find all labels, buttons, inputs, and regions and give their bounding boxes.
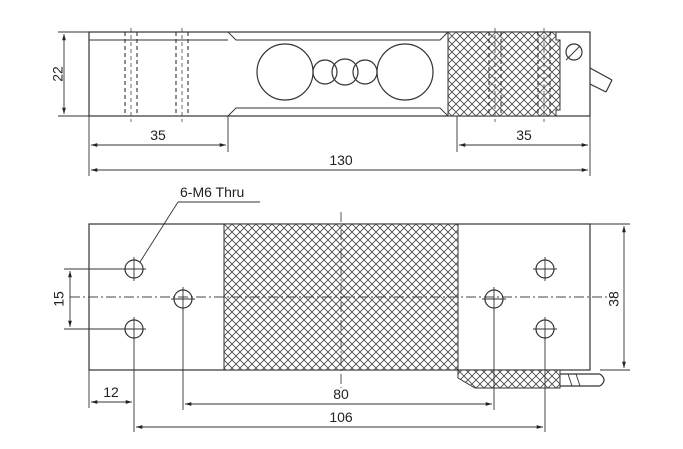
dim-width: 38 xyxy=(590,223,630,371)
cable-icon xyxy=(589,67,613,93)
dim-outer-hole-spacing-label: 106 xyxy=(329,409,353,425)
dim-right-zone: 35 xyxy=(459,127,588,147)
hole-callout: 6-M6 Thru xyxy=(139,184,260,263)
cable-screw-icon xyxy=(565,43,583,61)
dim-left-zone: 35 xyxy=(91,127,226,147)
dim-inner-hole-spacing: 80 xyxy=(185,386,492,406)
dim-height-label: 22 xyxy=(50,66,66,82)
side-view-right-holes xyxy=(488,28,551,122)
side-view: 22 35 35 130 xyxy=(50,28,613,176)
dim-total-length-label: 130 xyxy=(329,152,353,168)
side-view-left-holes xyxy=(124,28,189,122)
side-view-body xyxy=(88,31,591,117)
dim-width-label: 38 xyxy=(606,291,622,307)
binocular-hole xyxy=(256,43,434,101)
side-view-cover xyxy=(447,31,561,117)
dim-hole-vertical-spacing-label: 15 xyxy=(51,291,67,307)
dim-total-length: 130 xyxy=(91,152,588,172)
side-view-recess-bottom xyxy=(227,107,449,117)
plan-cable-icon xyxy=(560,373,605,387)
side-view-recess-top xyxy=(227,31,449,41)
plan-view-cable-strip xyxy=(457,369,561,389)
plan-view: 6-M6 Thru 15 38 12 80 xyxy=(51,184,630,432)
dim-inner-hole-spacing-label: 80 xyxy=(333,386,349,402)
dim-hole-vertical-spacing: 15 xyxy=(51,268,122,330)
dim-edge-to-hole: 12 xyxy=(91,384,132,404)
dim-left-zone-label: 35 xyxy=(150,127,166,143)
dim-outer-hole-spacing: 106 xyxy=(136,409,543,429)
hole-callout-label: 6-M6 Thru xyxy=(180,184,244,200)
dim-right-zone-label: 35 xyxy=(516,127,532,143)
dim-edge-to-hole-label: 12 xyxy=(103,384,119,400)
dim-height: 22 xyxy=(50,31,89,117)
